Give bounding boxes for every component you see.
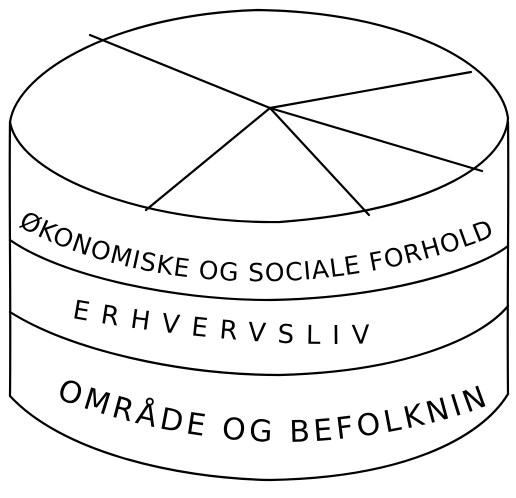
band-label-business: ERHVERVSLIV — [71, 295, 383, 351]
pie-divider-line — [270, 72, 471, 108]
pie-divider-line — [146, 108, 270, 210]
pie-divider-line — [90, 35, 270, 108]
pie-divider-line — [270, 108, 482, 171]
band-label-area-population: OMRÅDE OG BEFOLKNING — [0, 0, 495, 450]
cylinder-left-wall — [10, 122, 11, 396]
cylinder-right-wall — [508, 122, 509, 394]
pie-divider-line — [270, 108, 369, 215]
